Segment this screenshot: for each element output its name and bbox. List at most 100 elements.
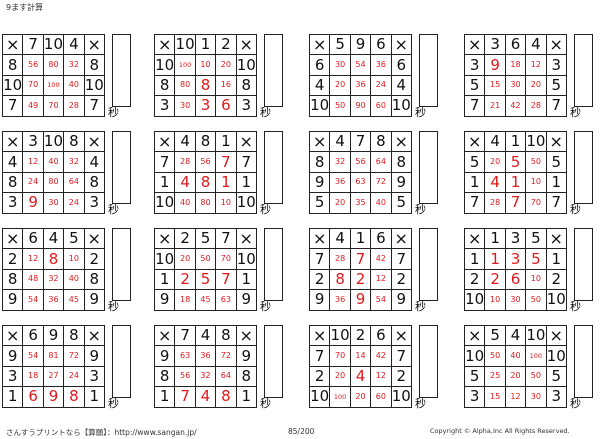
answer-cell: 9 [349, 289, 372, 311]
operand-number: 1 [463, 248, 486, 270]
answer-cell: 4 [194, 386, 217, 408]
seconds-label: 秒 [108, 300, 119, 313]
answer-cell: 30 [174, 95, 196, 117]
operand-number: 6 [22, 324, 44, 347]
answer-cell: 60 [370, 386, 392, 408]
answer-cell: 9 [484, 54, 506, 76]
multiply-sign: × [390, 324, 412, 347]
seconds-label: 秒 [415, 300, 426, 313]
seconds-label: 秒 [415, 106, 426, 119]
time-box[interactable] [264, 325, 283, 398]
time-box[interactable] [419, 325, 438, 398]
answer-cell: 20 [329, 192, 351, 214]
answer-cell: 6 [504, 268, 527, 291]
answer-cell: 2 [484, 268, 506, 291]
answer-cell: 1 [215, 171, 237, 194]
operand-number: 3 [463, 54, 486, 76]
answer-cell: 80 [42, 171, 65, 194]
operand-number: 10 [42, 33, 65, 56]
operand-number: 4 [42, 227, 65, 250]
operand-number: 8 [215, 324, 237, 347]
operand-number: 9 [83, 345, 105, 367]
answer-cell: 35 [349, 192, 372, 214]
operand-number: 4 [525, 33, 547, 56]
operand-number: 2 [83, 248, 105, 270]
answer-cell: 5 [504, 151, 527, 173]
answer-cell: 1 [504, 171, 527, 194]
operand-number: 10 [235, 248, 257, 270]
time-box[interactable] [112, 228, 131, 301]
answer-cell: 100 [329, 386, 351, 408]
operand-number: 10 [42, 130, 65, 153]
seconds-label: 秒 [415, 397, 426, 410]
operand-number: 9 [235, 289, 257, 311]
answer-cell: 12 [370, 365, 392, 388]
time-box[interactable] [419, 228, 438, 301]
time-box[interactable] [264, 228, 283, 301]
operand-number: 7 [22, 33, 44, 56]
answer-cell: 8 [329, 268, 351, 291]
answer-cell: 10 [63, 248, 85, 270]
multiply-sign: × [463, 130, 486, 153]
answer-cell: 42 [370, 248, 392, 270]
operand-number: 9 [308, 171, 331, 194]
operand-number: 10 [235, 192, 257, 214]
answer-cell: 8 [42, 248, 65, 270]
operand-number: 9 [390, 289, 412, 311]
operand-number: 1 [484, 227, 506, 250]
time-box[interactable] [574, 325, 593, 398]
time-box[interactable] [419, 34, 438, 107]
answer-cell: 8 [215, 386, 237, 408]
answer-cell: 48 [22, 268, 44, 291]
multiply-sign: × [390, 227, 412, 250]
answer-cell: 27 [42, 365, 65, 388]
operand-number: 4 [329, 130, 351, 153]
answer-cell: 36 [329, 289, 351, 311]
operand-number: 8 [194, 130, 217, 153]
answer-cell: 50 [525, 151, 547, 173]
operand-number: 8 [1, 54, 24, 76]
multiply-sign: × [463, 33, 486, 56]
time-box[interactable] [419, 131, 438, 204]
operand-number: 3 [1, 365, 24, 388]
operand-number: 6 [308, 54, 331, 76]
time-box[interactable] [264, 34, 283, 107]
operand-number: 1 [153, 386, 176, 408]
operand-number: 7 [215, 227, 237, 250]
time-box[interactable] [112, 131, 131, 204]
operand-number: 1 [153, 171, 176, 194]
answer-cell: 100 [42, 74, 65, 97]
answer-cell: 63 [349, 171, 372, 194]
time-box[interactable] [574, 228, 593, 301]
time-box[interactable] [112, 325, 131, 398]
seconds-label: 秒 [260, 397, 271, 410]
operand-number: 8 [83, 54, 105, 76]
operand-number: 2 [545, 268, 567, 291]
time-box[interactable] [574, 131, 593, 204]
time-box[interactable] [574, 34, 593, 107]
seconds-label: 秒 [260, 203, 271, 216]
answer-cell: 50 [194, 248, 217, 270]
time-box[interactable] [112, 34, 131, 107]
operand-number: 5 [484, 324, 506, 347]
answer-cell: 24 [370, 74, 392, 97]
multiply-sign: × [390, 33, 412, 56]
time-box[interactable] [264, 131, 283, 204]
operand-number: 5 [545, 365, 567, 388]
operand-number: 7 [308, 345, 331, 367]
